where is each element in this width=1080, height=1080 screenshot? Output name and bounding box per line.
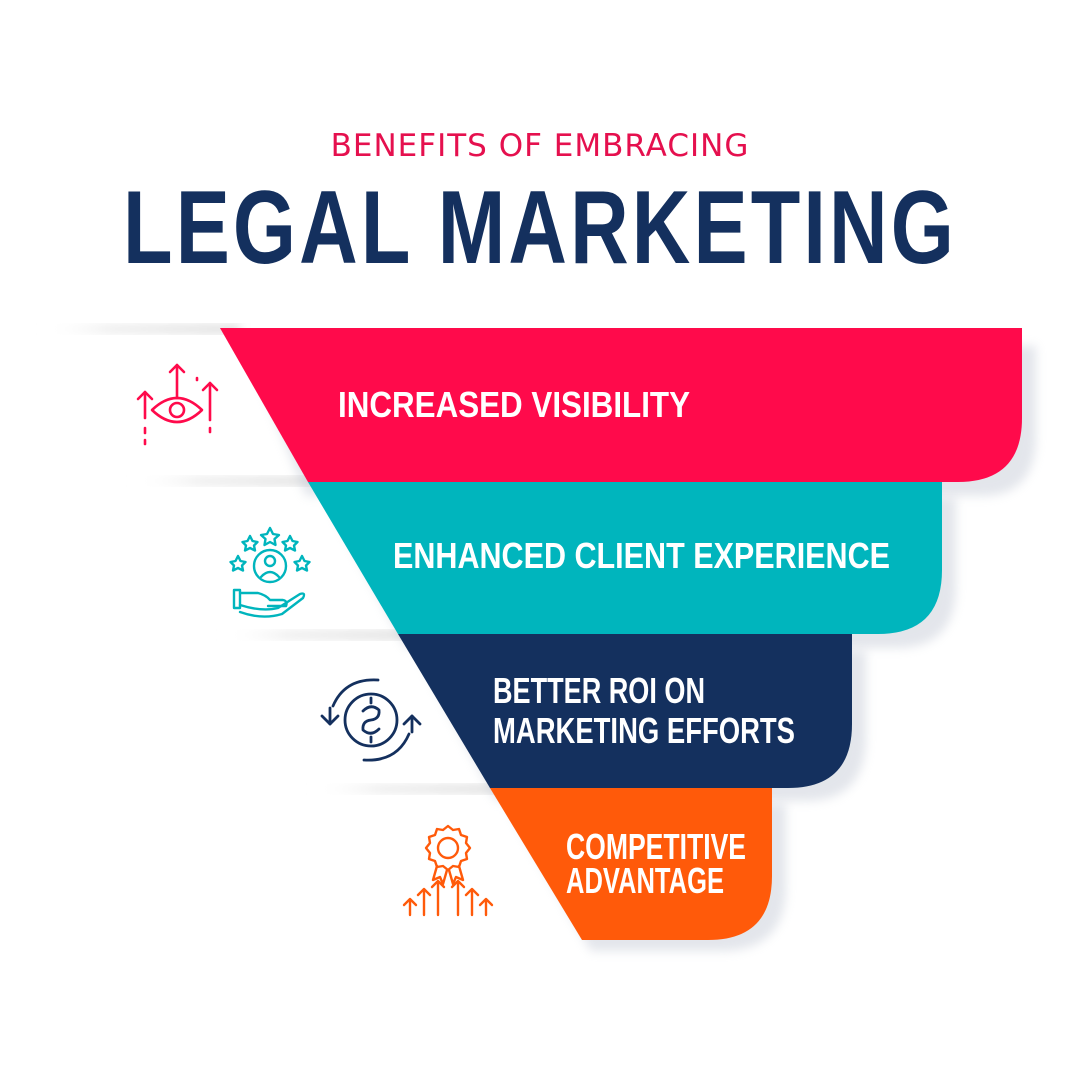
band-label-competitive-advantage: COMPETITIVE ADVANTAGE: [566, 826, 756, 901]
band-label-line: MARKETING EFFORTS: [493, 710, 795, 751]
band-label-line: ADVANTAGE: [566, 860, 724, 901]
band-label-line: BETTER ROI ON: [493, 670, 705, 711]
band-increased-visibility: [220, 328, 1022, 482]
band-label-line: COMPETITIVE: [566, 826, 746, 867]
band-shadow: [220, 632, 420, 638]
band-label-line: INCREASED VISIBILITY: [338, 384, 690, 425]
band-competitive-advantage: [490, 788, 772, 940]
band-label-increased-visibility: INCREASED VISIBILITY: [338, 384, 690, 425]
award-arrows-icon: [402, 824, 494, 917]
band-label-line: ENHANCED CLIENT EXPERIENCE: [393, 535, 890, 576]
band-shadow: [130, 478, 330, 484]
band-enhanced-client-experience: [308, 482, 942, 634]
page-title: LEGAL MARKETING: [123, 170, 957, 286]
band-better-roi: [398, 634, 852, 788]
band-shadow: [310, 786, 510, 792]
eye-arrows-icon: [136, 363, 219, 446]
band-shadow: [40, 326, 240, 332]
subtitle: BENEFITS OF EMBRACING: [330, 128, 750, 164]
band-label-enhanced-client-experience: ENHANCED CLIENT EXPERIENCE: [393, 535, 890, 576]
dollar-cycle-icon: [320, 678, 422, 762]
hand-user-stars-icon: [229, 526, 311, 618]
band-label-better-roi: BETTER ROI ON MARKETING EFFORTS: [493, 670, 795, 751]
